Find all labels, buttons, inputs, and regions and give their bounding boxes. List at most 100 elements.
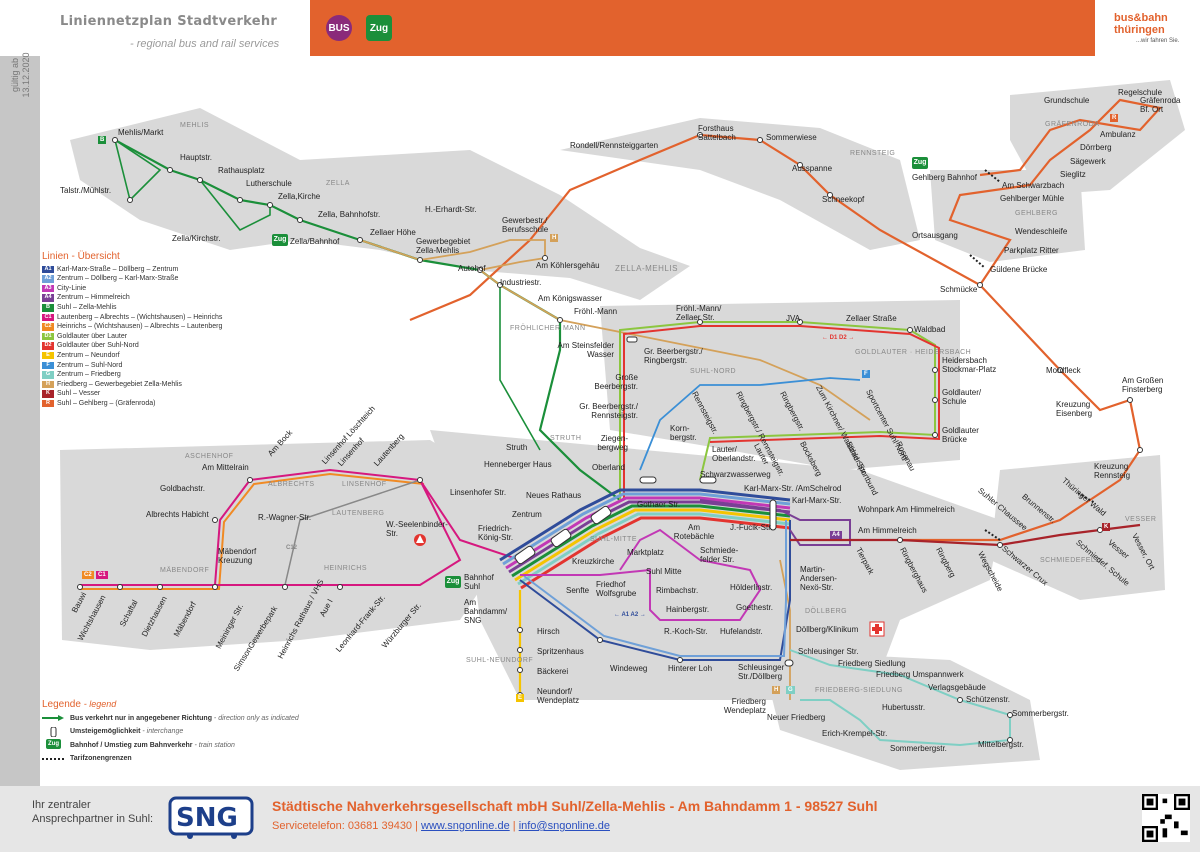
station-label[interactable]: Marktplatz [627,548,664,557]
station-label[interactable]: Schmiede- felder Str. [700,546,739,564]
station-label[interactable]: Hölderlinstr. [730,583,773,592]
station-label[interactable]: Goldlauter/ Schule [942,388,982,406]
station-label[interactable]: Talstr./Mühlstr. [60,186,112,195]
station-label[interactable]: Korn- bergstr. [670,424,697,442]
station-label[interactable]: Zentrum [512,510,542,519]
station-label[interactable]: Sommerbergstr. [890,744,947,753]
station-label[interactable]: Friedberg Umspannwerk [876,670,964,679]
station-label[interactable]: Mordfleck [1046,366,1081,375]
station-label[interactable]: Hauptstr. [180,153,213,162]
station-label[interactable]: Friedhof Wolfsgrube [596,580,637,598]
station-label[interactable]: Rondell/Rennsteiggarten [570,141,659,150]
station-label[interactable]: Döllberg/Klinikum [796,625,859,634]
station-label[interactable]: Kreuzung Eisenberg [1056,400,1093,418]
station-label[interactable]: Bahnhof Suhl [464,573,494,591]
station-label[interactable]: Gehlberg Bahnhof [912,173,977,182]
station-label[interactable]: Wendeschleife [1015,227,1068,236]
station-label[interactable]: Bäckerei [537,667,569,676]
station-label[interactable]: Forsthaus Sattelbach [698,124,736,142]
station-label[interactable]: Kreuzung Rennsteig [1094,462,1131,480]
station-label[interactable]: Spritzenhaus [537,647,584,656]
station-label[interactable]: Gräfenroda Bf. Ort [1140,96,1181,114]
station-label[interactable]: Gr. Beerbergstr./ Ringbergstr. [644,347,703,365]
station-label[interactable]: Gr. Beerbergstr./ Rennsteigstr. [579,402,638,420]
station-label[interactable]: Am Köhlersgehäu [536,261,600,270]
station-label[interactable]: Autohof [458,264,486,273]
station-label[interactable]: Fröhl.-Mann [574,307,618,316]
station-label[interactable]: Am Großen Finsterberg [1122,376,1164,394]
station-label[interactable]: Sommerbergstr. [1012,709,1069,718]
station-label[interactable]: Mäbendorf Kreuzung [218,547,257,565]
station-label[interactable]: Zellaer Straße [846,314,897,323]
station-label[interactable]: Ausspanne [792,164,833,173]
station-label[interactable]: Sägewerk [1070,157,1106,166]
station-label[interactable]: Senfte [566,586,590,595]
station-label[interactable]: Regelschule [1118,88,1163,97]
station-label[interactable]: Mehlis/Markt [118,128,164,137]
station-label[interactable]: Am Schwarzbach [1002,181,1065,190]
station-label[interactable]: Wohnpark Am Himmelreich [858,505,955,514]
station-label[interactable]: Ziegen- bergweg [597,434,628,452]
station-label[interactable]: H.-Erhardt-Str. [425,205,477,214]
station-label[interactable]: Ambulanz [1100,130,1136,139]
station-label[interactable]: Karl-Marx-Str. /AmSchelrod [744,484,842,493]
station-label[interactable]: Neues Rathaus [526,491,582,500]
station-label[interactable]: Sommerwiese [766,133,817,142]
station-label[interactable]: Albrechts Habicht [146,510,209,519]
station-label[interactable]: Erich-Krempel-Str. [822,729,888,738]
station-label[interactable]: Goldbachstr. [160,484,205,493]
station-label[interactable]: Schleusinger Str./Döllberg [738,663,785,681]
station-label[interactable]: Am Himmelreich [858,526,917,535]
station-label[interactable]: Karl-Marx-Str. [792,496,842,505]
station-label[interactable]: Am Königswasser [538,294,603,303]
station-label[interactable]: Zella/Bahnhof [290,237,340,246]
station-label[interactable]: Neuer Friedberg [767,713,826,722]
station-label[interactable]: Friedberg Siedlung [838,659,906,668]
station-label[interactable]: W.-Seelenbinder- Str. [386,520,448,538]
station-label[interactable]: Lutherschule [246,179,292,188]
station-label[interactable]: Am Steinsfelder Wasser [557,341,614,359]
station-label[interactable]: Lauter/ Oberlandstr. [712,445,756,463]
station-label[interactable]: Struth [506,443,528,452]
station-label[interactable]: Gewerbegebiet Zella-Mehlis [416,237,471,255]
station-label[interactable]: Dörrberg [1080,143,1112,152]
station-label[interactable]: Gothaer Str. [637,500,681,509]
station-label[interactable]: Gehlberger Mühle [1000,194,1065,203]
station-label[interactable]: Neundorf/ Wendeplatz [537,687,580,705]
station-label[interactable]: Rimbachstr. [656,586,699,595]
station-label[interactable]: Hubertusstr. [882,703,926,712]
station-label[interactable]: R.-Koch-Str. [664,627,708,636]
station-label[interactable]: Fröhl.-Mann/ Zellaer Str. [676,304,722,322]
station-label[interactable]: Suhl Mitte [646,567,682,576]
qr-code-icon[interactable] [1142,794,1190,842]
station-label[interactable]: Am Bahndamm/ SNG [464,598,508,625]
station-label[interactable]: Goethestr. [736,603,773,612]
station-label[interactable]: Schmücke [940,285,978,294]
email-link[interactable]: info@sngonline.de [518,820,610,832]
station-label[interactable]: R.-Wagner-Str. [258,513,312,522]
station-label[interactable]: Kreuzkirche [572,557,615,566]
station-label[interactable]: Schneekopf [822,195,865,204]
station-label[interactable]: Gewerbestr./ Berufsschule [502,216,549,234]
station-label[interactable]: Schleusinger Str. [798,647,859,656]
station-label[interactable]: Waldbad [914,325,946,334]
station-label[interactable]: Verlagsgebäude [928,683,986,692]
station-label[interactable]: Friedrich- König-Str. [478,524,514,542]
station-label[interactable]: Hirsch [537,627,560,636]
station-label[interactable]: Zella/Kirchstr. [172,234,221,243]
station-label[interactable]: Martin- Andersen- Nexö-Str. [800,565,837,592]
station-label[interactable]: Hainbergstr. [666,605,710,614]
station-label[interactable]: Linsenhofer Str. [450,488,507,497]
station-label[interactable]: JVA [786,314,801,323]
station-label[interactable]: Zella,Kirche [278,192,321,201]
station-label[interactable]: Industriestr. [500,278,542,287]
station-label[interactable]: Zella, Bahnhofstr. [318,210,381,219]
station-label[interactable]: Hufelandstr. [720,627,763,636]
station-label[interactable]: Friedberg Wendeplatz [723,697,766,715]
station-label[interactable]: Hinterer Loh [668,664,713,673]
station-label[interactable]: Große Beerbergstr. [594,373,638,391]
station-label[interactable]: J.-Fucik-Str. [730,523,773,532]
station-label[interactable]: Heidersbach Stockmar-Platz [942,356,997,374]
station-label[interactable]: Zellaer Höhe [370,228,416,237]
station-label[interactable]: Goldlauter Brücke [942,426,979,444]
